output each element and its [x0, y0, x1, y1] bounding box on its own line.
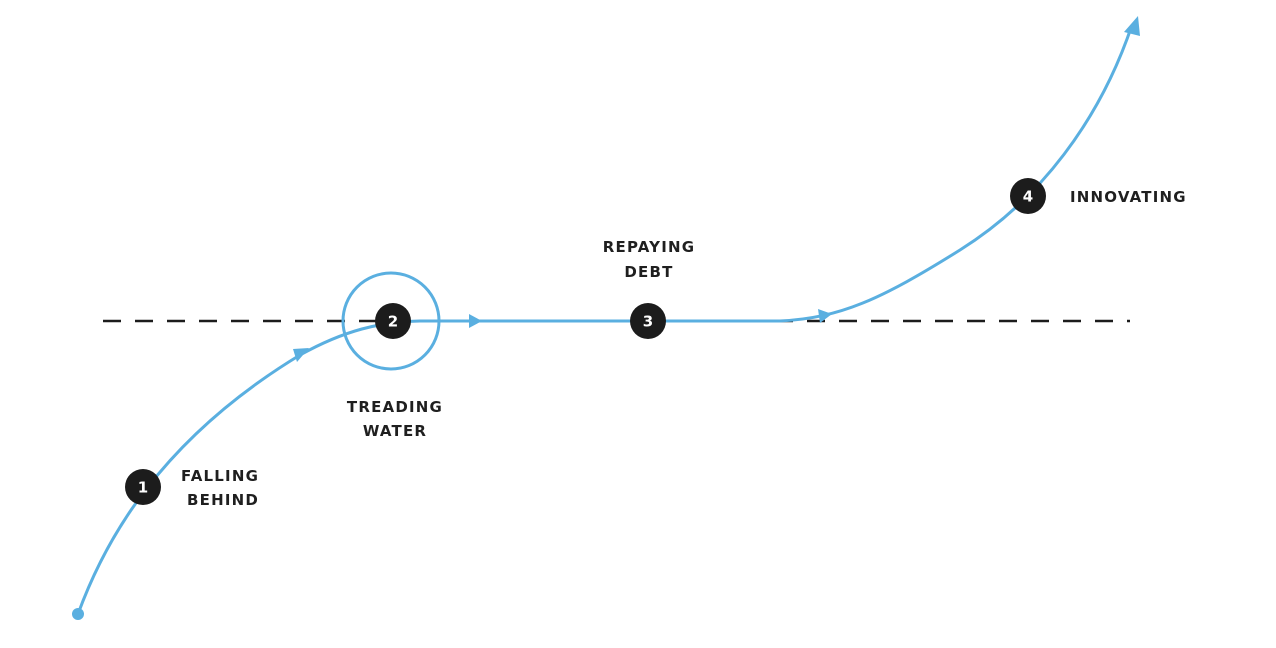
stage-4-badge: [1010, 178, 1046, 214]
stage-4-marker: 4: [1010, 178, 1046, 214]
stage-3-number: 3: [643, 313, 653, 331]
stage-4-label-line-1: INNOVATING: [1070, 188, 1187, 206]
stage-3-marker: 3: [630, 303, 666, 339]
curve-arrow-1: [293, 348, 309, 362]
curve-end-arrowhead: [1124, 16, 1140, 36]
progress-curve: [76, 24, 1134, 615]
stage-2-marker: 2: [375, 303, 411, 339]
stage-2-number: 2: [388, 313, 398, 331]
stage-3-label-line-2: DEBT: [624, 263, 673, 281]
stage-4-number: 4: [1023, 188, 1033, 206]
stage-2-label-line-2: WATER: [363, 422, 427, 440]
curve-arrow-3: [818, 309, 832, 323]
stage-1-marker: 1: [125, 469, 161, 505]
stage-1-label-line-1: FALLING: [181, 467, 259, 485]
curve-start-dot: [72, 608, 84, 620]
stage-3-badge: [630, 303, 666, 339]
stage-2-highlight-ring: [341, 271, 441, 371]
stage-1-number: 1: [138, 479, 148, 497]
stage-1-label-line-2: BEHIND: [187, 491, 259, 509]
stage-3-label-line-1: REPAYING: [603, 238, 696, 256]
stage-2-badge: [375, 303, 411, 339]
stage-1-badge: [125, 469, 161, 505]
stage-2-label-line-1: TREADING: [347, 398, 443, 416]
curve-arrow-2: [469, 314, 482, 328]
